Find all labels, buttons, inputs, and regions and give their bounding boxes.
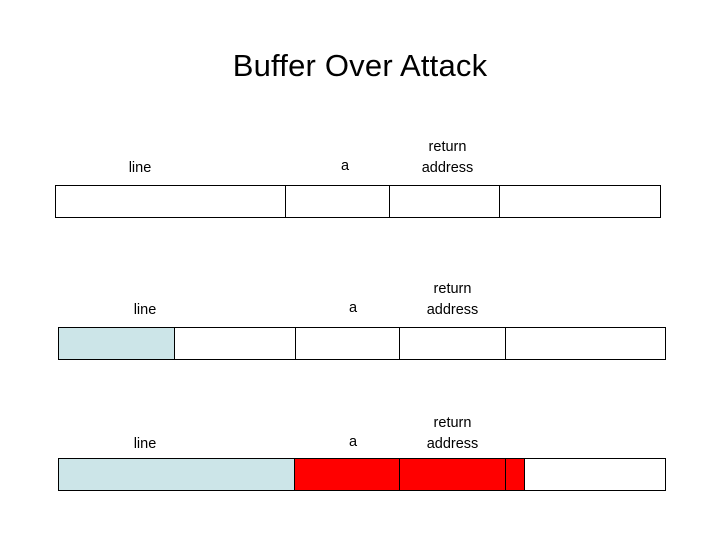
row-3-return-address-label: return address <box>426 415 479 453</box>
page-title: Buffer Over Attack <box>232 48 488 83</box>
row-2-variable-label: a <box>348 300 358 316</box>
row-3-buffer-fill <box>58 458 295 491</box>
row-2-divider-1 <box>295 328 296 359</box>
row-2-labels: line a return address <box>0 274 720 318</box>
row-1-line-label: line <box>128 160 152 176</box>
row-2-divider-3 <box>505 328 506 359</box>
row-3-divider-1 <box>399 459 400 490</box>
diagram-row-2: line a return address <box>0 274 720 360</box>
diagram-row-1: line a return address <box>0 132 720 218</box>
row-2-return-address-label: return address <box>426 281 479 319</box>
row-1-memory-bar <box>55 185 661 218</box>
row-1-variable-label: a <box>340 158 350 174</box>
row-3-variable-label: a <box>348 434 358 450</box>
row-2-memory-bar <box>58 327 666 360</box>
row-2-divider-2 <box>399 328 400 359</box>
row-1-divider-3 <box>499 186 500 217</box>
row-2-line-label: line <box>133 302 157 318</box>
row-3-overflow-fill <box>294 458 525 491</box>
row-1-labels: line a return address <box>0 132 720 176</box>
row-3-divider-2 <box>505 459 506 490</box>
row-2-buffer-fill <box>58 327 175 360</box>
row-1-return-address-label: return address <box>421 139 474 177</box>
row-1-divider-1 <box>285 186 286 217</box>
row-3-labels: line a return address <box>0 408 720 452</box>
row-3-memory-bar <box>58 458 666 491</box>
diagram-row-3: line a return address <box>0 408 720 491</box>
row-1-divider-2 <box>389 186 390 217</box>
row-3-line-label: line <box>133 436 157 452</box>
